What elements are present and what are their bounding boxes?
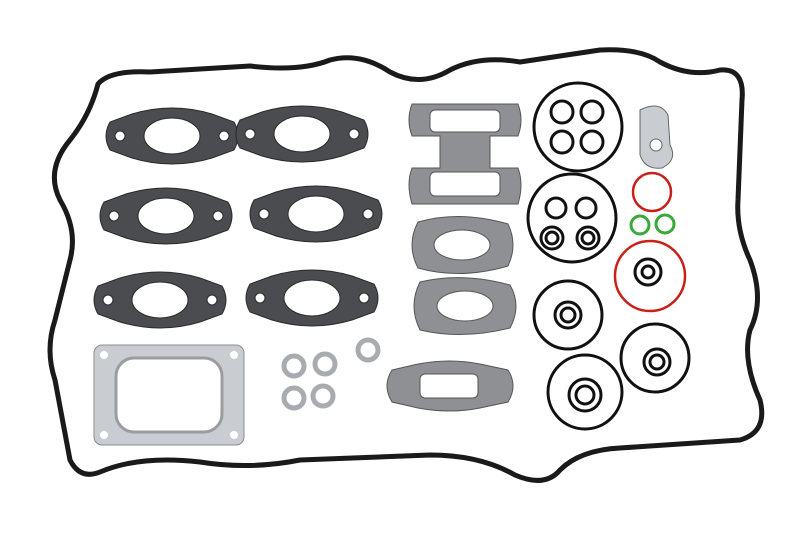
small-flange-gasket — [639, 105, 674, 169]
sealing-washer — [312, 351, 338, 377]
green-o-ring — [629, 214, 651, 236]
red-o-ring — [613, 239, 687, 313]
sealing-washer — [281, 385, 307, 411]
o-ring-set — [546, 353, 624, 431]
exhaust-gasket — [245, 269, 379, 327]
exhaust-gasket — [93, 271, 227, 329]
o-ring-inner — [633, 257, 663, 287]
exhaust-gasket — [99, 187, 233, 245]
sealing-washer — [310, 383, 336, 409]
o-ring-set — [532, 279, 604, 351]
exhaust-gasket — [105, 107, 239, 165]
exhaust-gasket — [249, 185, 383, 243]
turbo-gasket — [93, 344, 245, 446]
green-o-ring — [654, 213, 676, 235]
outer-gasket — [47, 47, 765, 483]
exhaust-gasket — [235, 105, 369, 163]
o-ring-set — [532, 81, 624, 173]
sealing-washer — [355, 337, 381, 363]
sealing-washer — [281, 353, 307, 379]
o-ring-set — [526, 172, 618, 264]
red-o-ring — [631, 171, 673, 213]
o-ring-set — [619, 322, 691, 394]
